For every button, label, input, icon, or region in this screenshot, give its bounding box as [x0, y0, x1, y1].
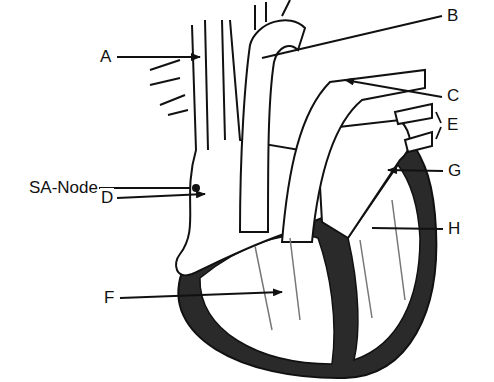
chordae: [255, 200, 405, 330]
part-label: H: [447, 219, 461, 239]
pulmonary-artery: [282, 70, 425, 242]
part-label: F: [103, 288, 115, 308]
part-label: C: [446, 86, 460, 106]
leader-lines: [98, 16, 443, 298]
part-label: E: [446, 115, 459, 135]
aortic-branches: [255, 0, 290, 30]
right-atrium: [176, 20, 300, 275]
sa-node-dot: [192, 184, 200, 192]
vena-cava: [205, 20, 225, 150]
aorta: [240, 20, 305, 232]
pulmonary-veins: [395, 104, 432, 152]
part-label: B: [446, 6, 459, 26]
part-label: SA-Node: [28, 178, 99, 198]
part-label: A: [99, 47, 112, 67]
part-label: G: [447, 161, 462, 181]
vein-branches: [150, 60, 188, 115]
part-label: D: [100, 188, 114, 208]
